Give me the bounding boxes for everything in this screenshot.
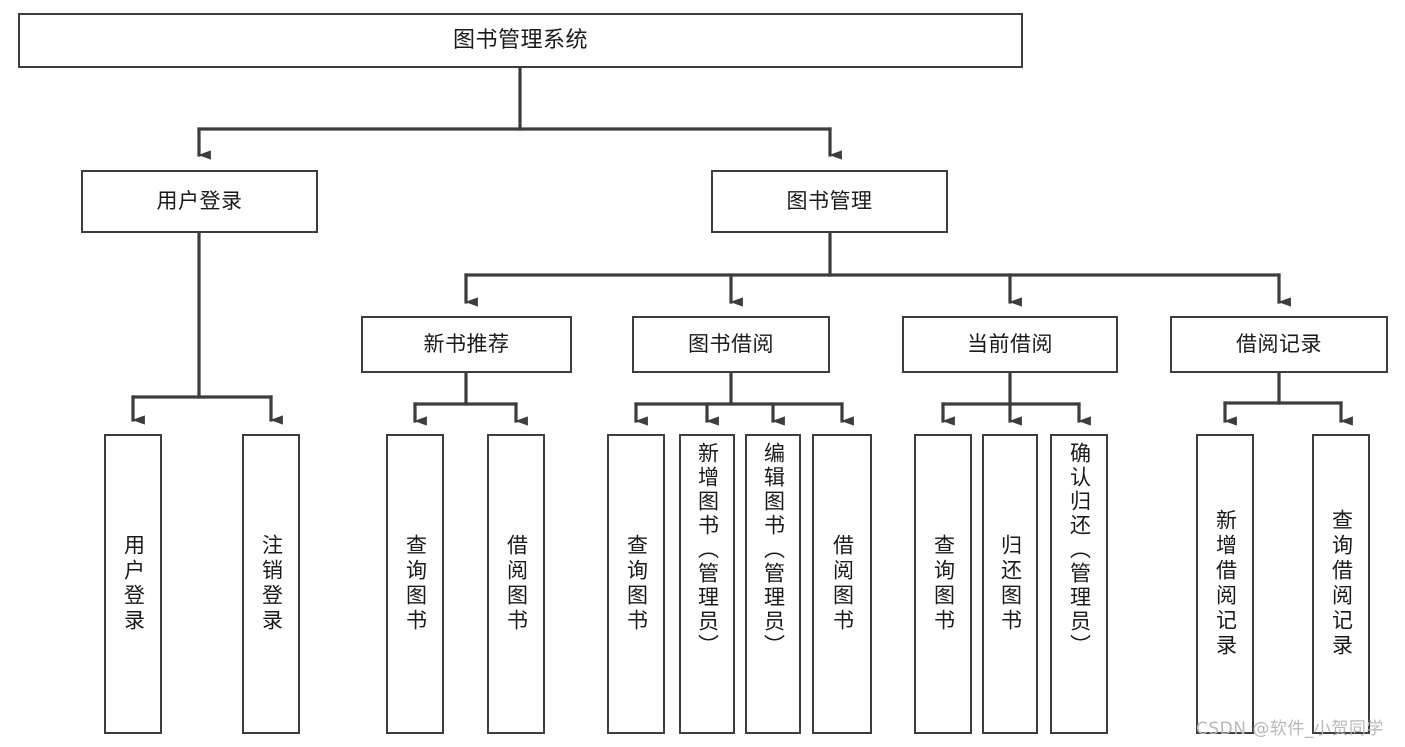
node-leaf-edit-book[interactable]: 编辑图书（管理员） <box>745 434 801 734</box>
node-label: 新增图书（管理员） <box>695 442 720 658</box>
node-leaf-return-book[interactable]: 归还图书 <box>982 434 1038 734</box>
node-label: 归还图书 <box>998 534 1023 634</box>
node-label: 图书借阅 <box>688 332 774 357</box>
node-label: 查询图书 <box>931 534 956 634</box>
node-label: 新增借阅记录 <box>1213 509 1238 659</box>
node-label: 图书管理 <box>786 189 873 214</box>
node-label: 用户登录 <box>121 534 146 634</box>
node-label: 图书管理系统 <box>452 27 588 53</box>
node-new-book-recommend[interactable]: 新书推荐 <box>361 316 572 373</box>
node-current-borrow[interactable]: 当前借阅 <box>902 316 1118 373</box>
node-leaf-query-book-3[interactable]: 查询图书 <box>914 434 972 734</box>
node-leaf-user-login[interactable]: 用户登录 <box>104 434 162 734</box>
node-label: 编辑图书（管理员） <box>761 442 786 658</box>
node-leaf-add-book[interactable]: 新增图书（管理员） <box>679 434 735 734</box>
node-label: 确认归还（管理员） <box>1067 442 1092 658</box>
node-root-system[interactable]: 图书管理系统 <box>18 13 1023 68</box>
node-label: 借阅图书 <box>830 534 855 634</box>
node-book-management[interactable]: 图书管理 <box>711 170 948 233</box>
node-leaf-query-record[interactable]: 查询借阅记录 <box>1312 434 1370 734</box>
node-label: 借阅图书 <box>504 534 529 634</box>
node-label: 查询图书 <box>403 534 428 634</box>
node-label: 借阅记录 <box>1236 332 1322 357</box>
node-leaf-borrow-book-1[interactable]: 借阅图书 <box>487 434 545 734</box>
node-label: 查询图书 <box>624 534 649 634</box>
csdn-watermark: CSDN @软件_小贺同学 <box>1196 719 1384 739</box>
node-label: 新书推荐 <box>423 332 510 357</box>
node-book-borrow[interactable]: 图书借阅 <box>632 316 830 373</box>
node-label: 用户登录 <box>156 189 243 214</box>
node-leaf-query-book-1[interactable]: 查询图书 <box>386 434 444 734</box>
node-leaf-logout[interactable]: 注销登录 <box>242 434 300 734</box>
node-user-login[interactable]: 用户登录 <box>81 170 318 233</box>
node-label: 注销登录 <box>259 534 284 634</box>
node-label: 当前借阅 <box>967 332 1053 357</box>
node-leaf-confirm-return[interactable]: 确认归还（管理员） <box>1050 434 1108 734</box>
node-leaf-borrow-book-2[interactable]: 借阅图书 <box>812 434 872 734</box>
node-label: 查询借阅记录 <box>1329 509 1354 659</box>
node-leaf-query-book-2[interactable]: 查询图书 <box>607 434 665 734</box>
node-leaf-add-record[interactable]: 新增借阅记录 <box>1196 434 1254 734</box>
node-borrow-record[interactable]: 借阅记录 <box>1170 316 1388 373</box>
